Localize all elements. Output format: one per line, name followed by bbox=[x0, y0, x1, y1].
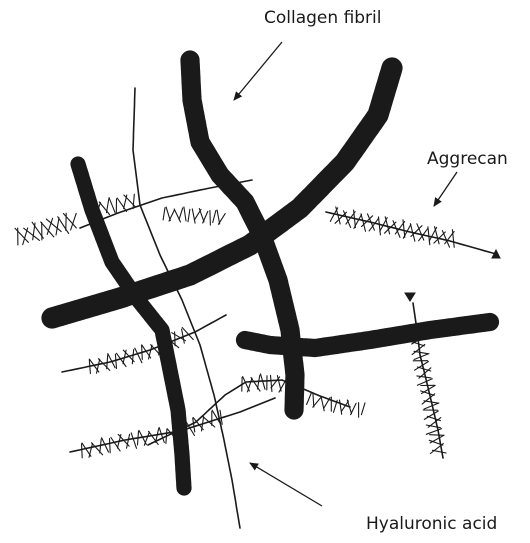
collagen-leader-arrow bbox=[234, 42, 282, 100]
collagen-band bbox=[287, 380, 304, 381]
collagen-band bbox=[286, 388, 303, 389]
aggrecan-side-chain bbox=[271, 375, 272, 391]
aggrecan-side-chain bbox=[58, 217, 69, 234]
aggrecan-side-chain bbox=[193, 418, 195, 432]
collagen-fibril-3-core bbox=[52, 68, 392, 318]
aggrecan-side-chain bbox=[144, 432, 149, 445]
hyaluronic-acid-strand bbox=[62, 315, 226, 372]
aggrecan-side-chain bbox=[188, 209, 190, 222]
label-aggrecan: Aggrecan bbox=[427, 149, 508, 169]
aggrecan-end-knob bbox=[405, 293, 415, 301]
aggrecan-side-chain bbox=[110, 439, 111, 453]
label-hyaluronic-acid: Hyaluronic acid bbox=[366, 514, 497, 534]
aggrecan-side-chain bbox=[313, 393, 314, 407]
aggrecan-side-chain bbox=[107, 199, 109, 213]
aggrecan-side-chain bbox=[361, 214, 366, 232]
collagen-band bbox=[286, 382, 303, 383]
aggrecan-side-chain bbox=[379, 217, 381, 235]
aggrecan-side-chain bbox=[203, 211, 208, 223]
aggrecan-side-chain bbox=[203, 416, 215, 427]
aggrecan-side-chain bbox=[142, 346, 143, 360]
hyaluronic-acid-strand bbox=[326, 212, 496, 254]
aggrecan-side-chain bbox=[131, 433, 136, 448]
aggrecan-side-chain bbox=[100, 439, 101, 453]
aggrecan-side-chain bbox=[218, 214, 225, 225]
aggrecan-side-chain bbox=[89, 360, 90, 374]
aggrecan-side-chain bbox=[417, 379, 432, 386]
aggrecan-side-chain bbox=[138, 431, 139, 445]
aggrecan-leader-arrow bbox=[434, 172, 457, 206]
collagen-band bbox=[286, 390, 303, 391]
aggrecan-side-chain bbox=[430, 435, 444, 436]
collagen-fibril-3-outline bbox=[52, 68, 392, 318]
label-collagen-fibril: Collagen fibril bbox=[264, 8, 382, 28]
aggrecan-side-chain bbox=[307, 393, 312, 405]
aggrecan-side-chain bbox=[133, 194, 134, 208]
collagen-fibrils bbox=[52, 60, 490, 488]
aggrecan-side-chain bbox=[135, 348, 142, 363]
aggrecan-side-chain bbox=[107, 355, 108, 369]
aggrecan-side-chain bbox=[199, 209, 204, 222]
aggrecan-side-chain bbox=[192, 209, 195, 223]
aggrecan-side-chain bbox=[163, 208, 165, 220]
aggrecan-side-chain bbox=[115, 354, 116, 368]
aggrecan-side-chain bbox=[166, 429, 167, 443]
aggrecan-side-chain bbox=[432, 450, 446, 453]
aggrecan-side-chain bbox=[82, 444, 83, 458]
aggrecan-side-chain bbox=[210, 211, 211, 226]
aggrecan-side-chain bbox=[109, 198, 115, 213]
aggrecan-side-chain bbox=[213, 211, 216, 223]
aggrecan-side-chain bbox=[351, 403, 357, 414]
aggrecan-side-chain bbox=[179, 208, 183, 220]
aggrecan-side-chain bbox=[414, 351, 428, 353]
aggrecan-side-chain bbox=[248, 378, 253, 392]
aggrecan-side-chain bbox=[169, 210, 175, 221]
aggrecan-side-chain bbox=[63, 214, 76, 229]
aggrecan-side-chain bbox=[56, 218, 59, 235]
collagen-band bbox=[286, 385, 303, 386]
aggrecan-side-chain bbox=[184, 207, 186, 221]
hyaluronic-leader-arrow bbox=[250, 463, 322, 506]
aggrecan-side-chain bbox=[361, 403, 365, 415]
aggrecan-side-chain bbox=[340, 400, 342, 414]
aggrecan-side-chain bbox=[174, 209, 180, 222]
